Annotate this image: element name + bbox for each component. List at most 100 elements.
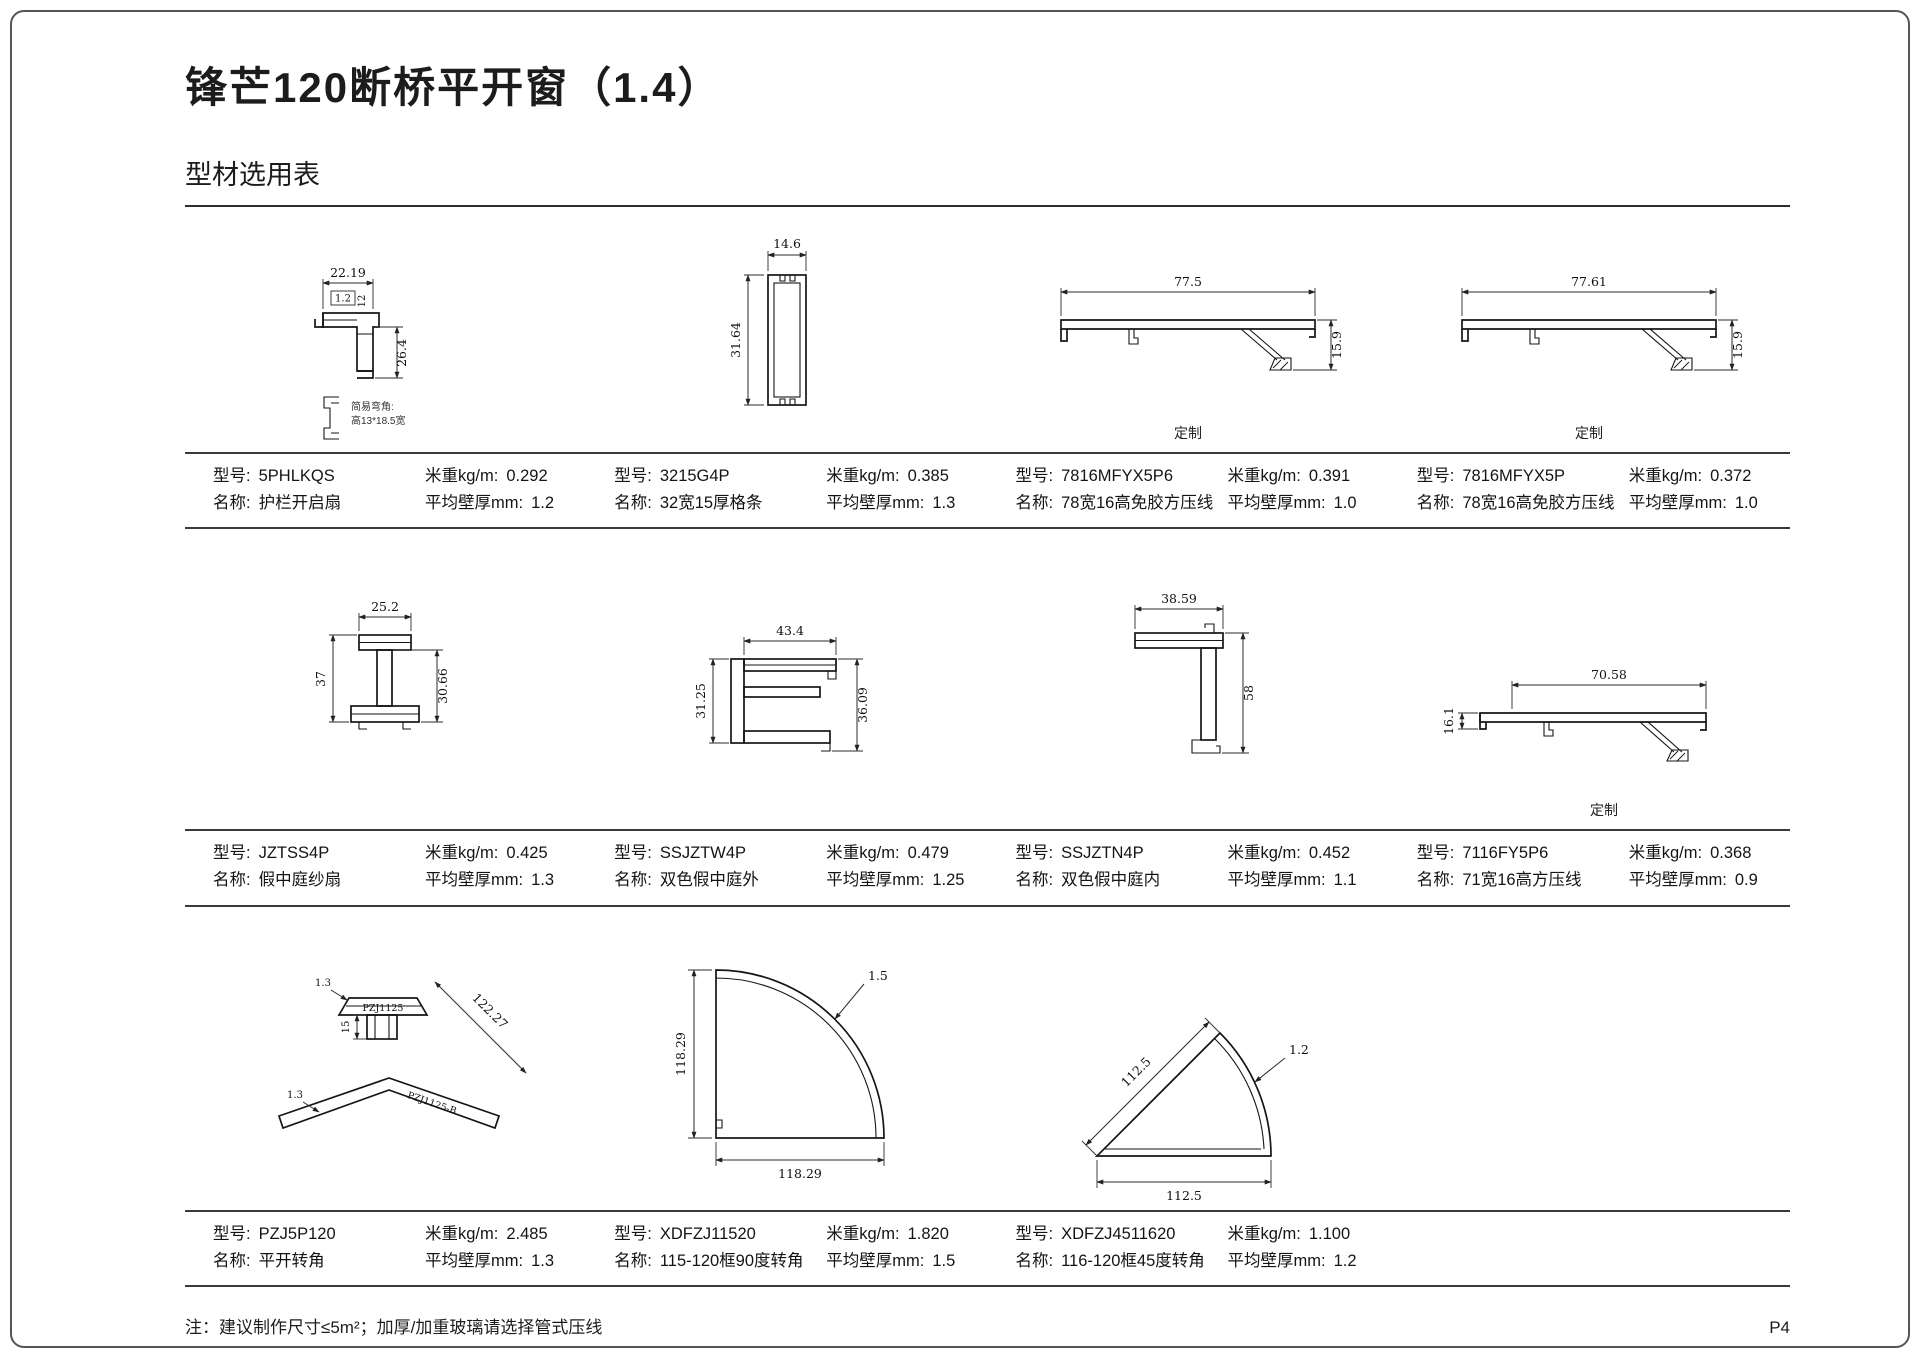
weight-value: 0.479 <box>907 844 949 863</box>
dim-height-left: 16.1 <box>1441 708 1479 736</box>
dim-thickness-top: 1.3 <box>315 978 348 1001</box>
weight-label: 米重kg/m: <box>826 467 900 485</box>
profile-outline <box>1461 319 1718 371</box>
dim-label: 118.29 <box>778 1166 822 1181</box>
name-value: 116-120框45度转角 <box>1061 1251 1205 1270</box>
profile-outline <box>1134 623 1224 754</box>
dim-label: 22.19 <box>330 265 366 280</box>
dim-width: 118.29 <box>715 1141 885 1181</box>
model-value: 3215G4P <box>659 467 730 485</box>
name-label: 名称: <box>614 493 652 512</box>
dim-label: 77.5 <box>1174 274 1202 289</box>
part-label-bottom: PZJ1125-B <box>405 1090 457 1117</box>
dim-width: 112.5 <box>1096 1159 1272 1203</box>
thickness-label: 平均壁厚mm: <box>1628 871 1727 890</box>
weight-value: 0.452 <box>1308 844 1351 863</box>
thickness-value: 1.2 <box>531 493 555 512</box>
weight-label: 米重kg/m: <box>425 1224 499 1243</box>
name-value: 71宽16高方压线 <box>1462 871 1582 890</box>
model-value: PZJ5P120 <box>258 1224 336 1243</box>
name-value: 双色假中庭内 <box>1061 871 1161 890</box>
dim-height: 26.4 <box>374 326 409 379</box>
dim-width: 70.58 <box>1511 667 1708 710</box>
dim-height-right: 30.66 <box>393 649 450 724</box>
name-label: 名称: <box>614 1251 652 1270</box>
name-value: 假中庭纱扇 <box>258 871 342 890</box>
weight-value: 0.372 <box>1710 467 1752 485</box>
dim-label: 112.5 <box>1166 1188 1202 1203</box>
profile-outline <box>730 658 837 752</box>
weight-value: 0.391 <box>1308 467 1351 485</box>
spec-cell: 型号:SSJZTN4P 米重kg/m:0.452 名称:双色假中庭内 平均壁厚m… <box>988 840 1389 893</box>
weight-value: 1.820 <box>907 1224 949 1243</box>
dim-label: 26.4 <box>394 339 409 367</box>
dim-label: 58 <box>1241 685 1256 701</box>
dim-label: 25.2 <box>371 599 399 614</box>
weight-label: 米重kg/m: <box>826 1224 900 1243</box>
dim-label: 112.5 <box>1118 1054 1154 1090</box>
model-label: 型号: <box>213 844 251 863</box>
dim-width: 77.61 <box>1461 274 1718 316</box>
dim-thickness-callout: 1.2 <box>1254 1042 1309 1083</box>
dim-thickness-callout: 1.5 <box>834 968 888 1020</box>
weight-value: 0.292 <box>506 467 548 485</box>
weight-label: 米重kg/m: <box>1628 467 1703 485</box>
dim-height-right: 36.09 <box>831 658 870 753</box>
dim-label: 38.59 <box>1161 591 1197 606</box>
name-value: 115-120框90度转角 <box>659 1251 804 1270</box>
dim-label: 16.1 <box>1441 708 1456 736</box>
dim-thickness: 1.2 12 <box>330 290 368 307</box>
thickness-label: 平均壁厚mm: <box>425 493 524 512</box>
thickness-value: 1.3 <box>531 871 555 890</box>
model-value: 7816MFYX5P <box>1462 467 1566 485</box>
model-value: SSJZTN4P <box>1061 844 1144 863</box>
dim-width: 25.2 <box>357 599 412 632</box>
model-label: 型号: <box>213 1224 251 1243</box>
thickness-value: 1.0 <box>1734 493 1758 512</box>
profile-outline <box>715 969 885 1139</box>
profile-drawing-PZJ5P120: 122.27 1.3 15 1.3 PZJ1125 PZJ1125-B <box>277 978 527 1129</box>
weight-value: 2.485 <box>506 1224 548 1243</box>
name-label: 名称: <box>1416 871 1455 890</box>
dim-thickness-bottom: 1.3 <box>287 1090 320 1113</box>
footer-note: 注：建议制作尺寸≤5m²；加厚/加重玻璃请选择管式压线 <box>185 1318 603 1338</box>
spec-cell: 型号:SSJZTW4P 米重kg/m:0.479 名称:双色假中庭外 平均壁厚m… <box>586 840 987 893</box>
section-subtitle: 型材选用表 <box>185 153 1790 207</box>
weight-value: 1.100 <box>1308 1224 1351 1243</box>
weight-label: 米重kg/m: <box>1628 844 1703 863</box>
thickness-label: 平均壁厚mm: <box>425 1251 524 1270</box>
thickness-value: 1.2 <box>1333 1251 1357 1270</box>
dim-diagonal: 112.5 <box>1081 1017 1221 1157</box>
thickness-value: 1.0 <box>1333 493 1357 512</box>
profile-outline <box>1095 1031 1272 1157</box>
weight-label: 米重kg/m: <box>425 844 499 863</box>
name-value: 78宽16高免胶方压线 <box>1061 493 1214 512</box>
model-value: 7116FY5P6 <box>1462 844 1549 863</box>
dim-label: 1.3 <box>315 978 331 989</box>
model-value: 5PHLKQS <box>258 467 335 485</box>
dim-width: 22.19 <box>321 265 374 309</box>
dim-height-right: 58 <box>1222 632 1256 755</box>
spec-band-1: 型号:5PHLKQS 米重kg/m:0.292 名称:护栏开启扇 平均壁厚mm:… <box>185 452 1790 530</box>
part-label-top: PZJ1125 <box>362 1003 403 1014</box>
name-label: 名称: <box>1416 493 1455 512</box>
drawing-row-2: 25.2 37 30.66 <box>185 529 1790 829</box>
model-value: XDFZJ11520 <box>659 1224 756 1243</box>
page-footer: 注：建议制作尺寸≤5m²；加厚/加重玻璃请选择管式压线 P4 <box>185 1313 1790 1338</box>
spec-band-3: 型号: PZJ5P120 米重kg/m: 2.485 名称: 平开转角 平均壁厚mm:… <box>185 1209 1790 1288</box>
name-value: 平开转角 <box>258 1251 325 1270</box>
custom-tag: 定制 <box>1174 425 1202 441</box>
corner-clip-note: 简易弯角: 高13*18.5宽 <box>323 396 405 440</box>
profile-drawing-SSJZTN4P: 38.59 58 <box>1134 591 1256 755</box>
profile-outline <box>767 274 807 406</box>
model-label: 型号: <box>614 1224 652 1243</box>
dim-label: 1.2 <box>1289 1042 1309 1057</box>
name-label: 名称: <box>1015 493 1054 512</box>
profile-drawing-XDFZJ11520: 118.29 118.29 1.5 <box>673 968 888 1181</box>
spec-cell: 型号:PZJ5P120 米重kg/m:2.485 名称:平开转角 平均壁厚mm:… <box>185 1221 586 1274</box>
weight-label: 米重kg/m: <box>1227 1224 1301 1243</box>
spec-cell: 型号:7816MFYX5P 米重kg/m:0.372 名称:78宽16高免胶方压… <box>1389 463 1790 516</box>
dim-label: 31.64 <box>728 322 743 358</box>
model-label: 型号: <box>1416 844 1455 863</box>
